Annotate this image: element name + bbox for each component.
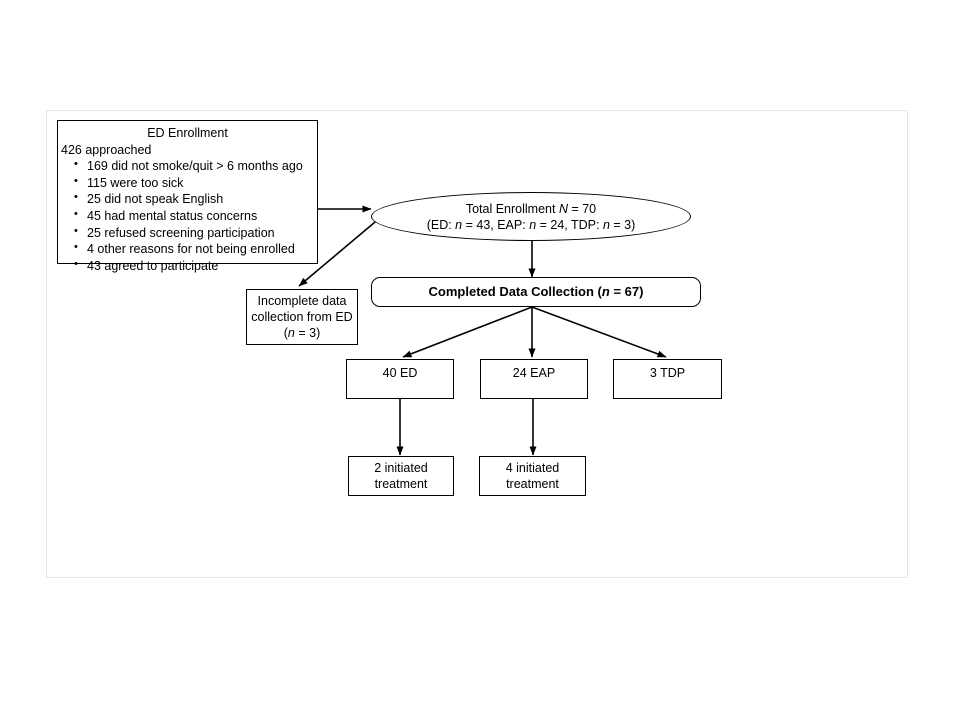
list-item: 169 did not smoke/quit > 6 months ago	[74, 157, 315, 175]
ed-enrollment-lead: 426 approached	[61, 143, 152, 157]
list-item: 45 had mental status concerns	[74, 207, 315, 225]
node-ed-initiated-treatment: 2 initiated treatment	[348, 456, 454, 496]
incomplete-data-paren-open: (	[283, 326, 288, 340]
group-tdp-label: 3 TDP	[649, 366, 686, 380]
total-enrollment-n-symbol: N	[558, 201, 568, 216]
list-item: 4 other reasons for not being enrolled	[74, 240, 315, 258]
eap-treatment-line1: 4 initiated	[505, 461, 560, 475]
eap-treatment-text: 4 initiated treatment	[480, 457, 585, 495]
list-item: 115 were too sick	[74, 174, 315, 192]
completed-collection-n-symbol: n	[601, 283, 610, 299]
group-ed-label: 40 ED	[382, 366, 418, 380]
total-enrollment-prefix: Total Enrollment	[465, 201, 559, 216]
list-item: 25 did not speak English	[74, 190, 315, 208]
incomplete-data-line1: Incomplete data	[257, 294, 347, 308]
incomplete-data-value: = 3)	[294, 326, 321, 340]
ed-treatment-text: 2 initiated treatment	[349, 457, 453, 495]
incomplete-data-line2: collection from ED	[251, 310, 353, 324]
list-item: 43 agreed to participate	[74, 257, 315, 275]
node-completed-data-collection: Completed Data Collection (n = 67)	[371, 277, 701, 307]
node-incomplete-data-collection: Incomplete data collection from ED (n = …	[246, 289, 358, 345]
ed-treatment-line2: treatment	[374, 477, 428, 491]
total-enrollment-text: Total Enrollment N = 70 (ED: n = 43, EAP…	[372, 193, 690, 240]
total-enrollment-suffix: = 70	[567, 201, 597, 216]
completed-collection-prefix: Completed Data Collection (	[428, 283, 602, 299]
ed-enrollment-title: ED Enrollment	[147, 126, 228, 140]
node-total-enrollment: Total Enrollment N = 70 (ED: n = 43, EAP…	[371, 192, 691, 241]
incomplete-data-text: Incomplete data collection from ED (n = …	[247, 290, 357, 344]
list-item: 25 refused screening participation	[74, 224, 315, 242]
eap-treatment-line2: treatment	[506, 477, 559, 491]
completed-collection-text: Completed Data Collection (n = 67)	[372, 278, 700, 306]
incomplete-data-n-symbol: n	[287, 326, 295, 340]
ed-enrollment-bullet-list: 169 did not smoke/quit > 6 months ago 11…	[60, 157, 315, 275]
node-group-tdp: 3 TDP	[613, 359, 722, 399]
total-enrollment-line2: (ED: n = 43, EAP: n = 24, TDP: n = 3)	[426, 217, 636, 232]
incomplete-data-line3: (n = 3)	[251, 325, 352, 341]
completed-collection-suffix: = 67)	[609, 283, 644, 299]
node-group-eap: 24 EAP	[480, 359, 588, 399]
node-eap-initiated-treatment: 4 initiated treatment	[479, 456, 586, 496]
group-eap-label: 24 EAP	[512, 366, 556, 380]
node-group-ed: 40 ED	[346, 359, 454, 399]
total-enrollment-line1: Total Enrollment N = 70	[427, 201, 636, 217]
ed-treatment-line1: 2 initiated	[374, 461, 428, 475]
node-ed-enrollment: ED Enrollment 426 approached 169 did not…	[57, 120, 318, 273]
